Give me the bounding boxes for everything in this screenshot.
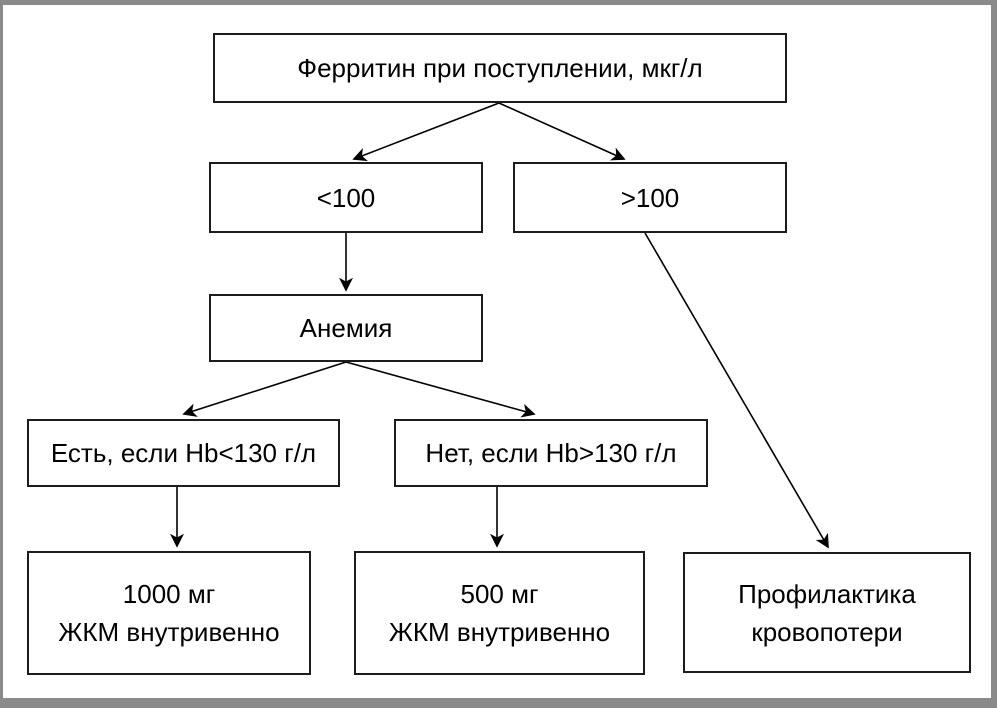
node-ferritin-above-100: >100 bbox=[513, 162, 787, 233]
node-ferritin-below-100: <100 bbox=[209, 162, 483, 233]
node-anemia-absent: Нет, если Hb>130 г/л bbox=[394, 419, 708, 487]
node-iron-500mg: 500 мг ЖКМ внутривенно bbox=[354, 551, 645, 675]
node-blood-loss-prophylaxis: Профилактика кровопотери bbox=[683, 552, 971, 673]
node-ferritin: Ферритин при поступлении, мкг/л bbox=[213, 33, 787, 103]
edge-gt100-prophylaxis bbox=[644, 232, 829, 549]
edge-ferritin-gt100 bbox=[498, 102, 626, 161]
node-anemia: Анемия bbox=[209, 294, 483, 362]
edge-ferritin-lt100 bbox=[352, 102, 500, 162]
node-anemia-present: Есть, если Hb<130 г/л bbox=[27, 419, 340, 487]
node-iron-1000mg: 1000 мг ЖКМ внутривенно bbox=[27, 551, 311, 675]
edge-anemia-yes bbox=[182, 361, 347, 417]
edge-anemia-no bbox=[345, 361, 536, 418]
